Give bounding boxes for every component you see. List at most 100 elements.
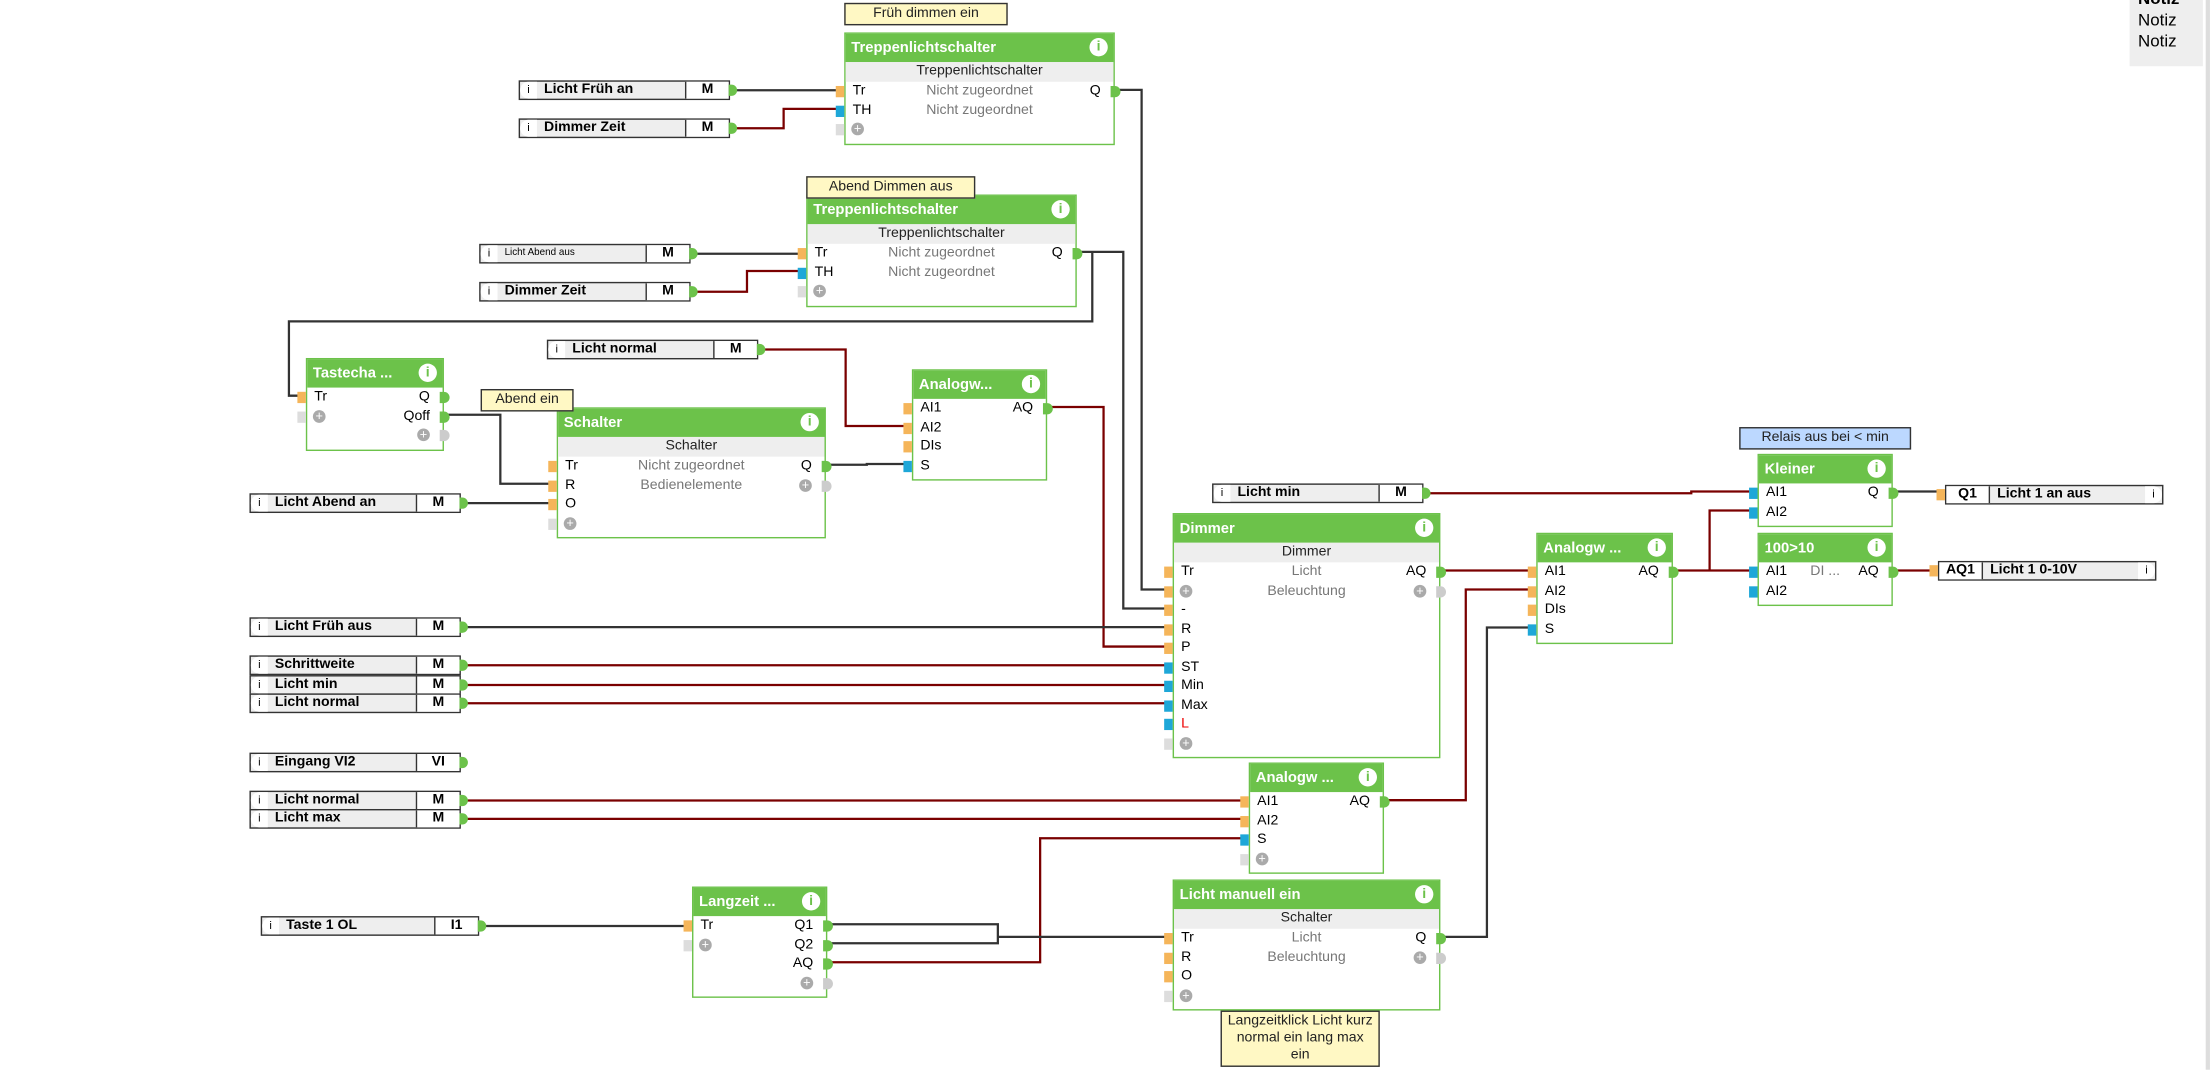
info-icon[interactable]: i [1021,374,1041,394]
output-port-aq[interactable] [1888,566,1899,578]
info-icon[interactable]: i [1089,38,1108,57]
input-port-add[interactable] [1164,990,1173,1002]
input-port-add[interactable] [297,410,306,423]
analog-wire[interactable] [1386,588,1533,802]
input-port[interactable] [1936,489,1945,501]
digital-wire[interactable] [287,251,1094,397]
output-port-q[interactable] [439,391,450,404]
info-icon[interactable]: i [1415,885,1434,904]
info-icon[interactable]: i [480,245,498,263]
info-icon[interactable]: i [250,676,268,694]
comment-note[interactable]: Abend Dimmen aus [806,176,976,199]
output-port-aq[interactable] [1042,403,1053,415]
input-port-ai2[interactable] [903,422,912,434]
input-port-ai2[interactable] [1527,585,1537,597]
input-port-add[interactable] [1164,585,1173,597]
add-input-icon[interactable]: + [312,409,326,423]
block-header[interactable]: Analogw ...i [1250,763,1383,793]
input-port-[interactable] [1164,604,1173,616]
info-icon[interactable]: i [1647,538,1666,557]
info-icon[interactable]: i [2138,562,2155,580]
input-port-p[interactable] [1164,642,1173,654]
info-icon[interactable]: i [1867,538,1886,557]
info-icon[interactable]: i [250,656,268,674]
analog-wire[interactable] [1050,405,1169,648]
add-output-icon[interactable]: + [1413,583,1427,597]
info-icon[interactable]: i [250,792,268,809]
info-icon[interactable]: i [520,81,537,99]
output-port[interactable] [459,679,468,691]
output-port-qoff[interactable] [439,410,450,423]
input-port-s[interactable] [903,460,912,472]
add-input-icon[interactable]: + [1179,583,1193,597]
info-icon[interactable]: i [800,412,819,432]
add-input-icon[interactable]: + [851,122,864,136]
input-port-min[interactable] [1164,680,1173,693]
info-icon[interactable]: i [801,892,821,911]
output-port-q[interactable] [1436,933,1447,945]
output-port[interactable] [728,84,738,96]
comment-note[interactable]: Früh dimmen ein [844,2,1008,26]
output-port[interactable] [459,659,468,671]
analog-wire[interactable] [1708,509,1754,571]
add-input-icon[interactable]: + [1255,851,1269,865]
input-port-dis[interactable] [903,441,912,453]
info-icon[interactable]: i [1867,459,1886,478]
add-output-icon[interactable]: + [417,428,430,442]
input-port-ai2[interactable] [1749,506,1758,518]
info-icon[interactable]: i [250,694,268,712]
analog-wire[interactable] [763,348,908,428]
output-port[interactable] [728,122,738,134]
input-port-ai2[interactable] [1240,815,1249,827]
output-port[interactable] [477,920,487,932]
add-input-icon[interactable]: + [1179,736,1193,750]
input-port-tr[interactable] [1164,933,1173,945]
info-icon[interactable]: i [250,494,268,512]
output-port-q2[interactable] [823,939,833,951]
digital-wire[interactable] [830,923,999,945]
info-icon[interactable]: i [480,283,498,301]
add-output-icon[interactable]: + [799,478,812,492]
info-icon[interactable]: i [2145,486,2163,504]
input-port-r[interactable] [1164,623,1173,635]
input-port-s[interactable] [1240,834,1249,846]
notiz-item[interactable]: Notiz [2138,9,2177,30]
digital-wire[interactable] [1079,250,1169,610]
output-port-q[interactable] [821,460,832,473]
output-port-aq[interactable] [1379,796,1390,808]
analog-wire[interactable] [735,107,841,130]
input-port-ai1[interactable] [1240,796,1249,808]
input-port-add[interactable] [1240,853,1249,865]
output-port-add[interactable] [821,479,832,492]
add-output-icon[interactable]: + [1413,950,1427,964]
info-icon[interactable]: i [250,810,268,828]
input-port-tr[interactable] [683,920,693,932]
info-icon[interactable]: i [1358,768,1377,787]
output-port[interactable] [689,248,698,260]
block-header[interactable]: Langzeit ...i [693,887,826,917]
scrollbar[interactable] [2205,0,2210,1070]
info-icon[interactable]: i [250,754,268,771]
comment-note[interactable]: Relais aus bei < min [1739,427,1912,450]
